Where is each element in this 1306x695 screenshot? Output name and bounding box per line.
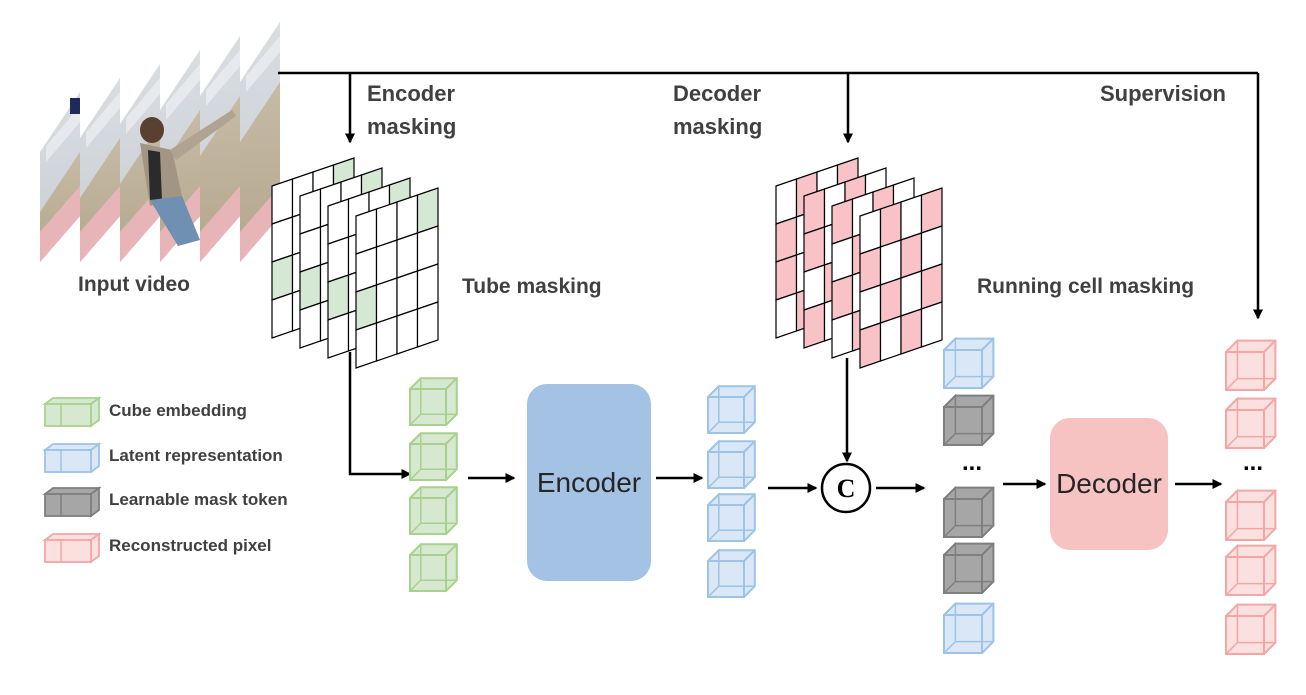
tube-masking-label: Tube masking	[462, 275, 602, 298]
encoder-label: Encoder	[536, 466, 642, 498]
input-video-label: Input video	[78, 273, 190, 296]
reconstructed-cube-1	[1225, 338, 1277, 391]
legend-cube-embedding-icon	[42, 396, 102, 428]
reconstructed-cube-4	[1225, 543, 1277, 596]
token-cube-2	[943, 393, 995, 446]
video-frame-5	[80, 78, 120, 262]
concat-symbol: C	[837, 474, 856, 503]
cube-embedding-1	[409, 376, 458, 426]
token-ellipsis: ...	[962, 449, 982, 476]
reconstructed-cube-2	[1225, 396, 1277, 449]
running-cell-masking-grids	[775, 157, 943, 369]
legend-reconstructed-label: Reconstructed pixel	[109, 536, 272, 555]
encoder-masking-label-line2: masking	[367, 114, 457, 139]
running-grid-frame-4	[859, 187, 943, 369]
cube-embedding-4	[409, 542, 458, 592]
tube-grid-frame-4	[355, 187, 439, 369]
token-cube-4	[943, 541, 995, 594]
legend-mask-token-icon	[42, 486, 102, 518]
legend-latent-label: Latent representation	[109, 446, 283, 465]
legend-mask-token-label: Learnable mask token	[109, 490, 288, 509]
supervision-label: Supervision	[1100, 81, 1226, 106]
cube-columns	[42, 336, 1277, 655]
input-video-frames	[40, 22, 280, 262]
latent-cube-1	[707, 384, 756, 434]
encoder-masking-label-line1: Encoder	[367, 81, 456, 106]
video-frame-6	[40, 92, 80, 262]
flow-arrows	[278, 71, 1263, 493]
running-cell-masking-label: Running cell masking	[977, 275, 1195, 298]
cube-embedding-2	[409, 431, 458, 481]
legend-cube-embedding-label: Cube embedding	[109, 401, 247, 420]
tube-to-embedding-arrow	[348, 352, 412, 479]
output-ellipsis: ...	[1243, 449, 1263, 476]
latent-cube-4	[707, 548, 756, 598]
latent-cube-2	[707, 439, 756, 489]
token-cube-1	[943, 336, 995, 389]
video-frame-1	[240, 22, 280, 262]
encoder-block: Encoder	[527, 384, 651, 581]
video-frame-2	[200, 36, 240, 262]
token-cube-3	[943, 485, 995, 538]
concat-node: C	[820, 462, 872, 514]
video-person	[70, 98, 236, 246]
tube-masking-grids	[271, 157, 439, 369]
reconstructed-cube-3	[1225, 488, 1277, 541]
decoder-masking-label-line1: Decoder	[673, 81, 762, 106]
legend-latent-icon	[42, 442, 102, 474]
decoder-masking-label-line2: masking	[673, 114, 763, 139]
decoder-block: Decoder	[1050, 418, 1168, 550]
reconstructed-cube-5	[1225, 602, 1277, 655]
legend-reconstructed-icon	[42, 532, 102, 564]
decoder-label: Decoder	[1056, 468, 1162, 499]
token-cube-5	[943, 601, 995, 654]
latent-cube-3	[707, 492, 756, 542]
cube-embedding-3	[409, 485, 458, 535]
